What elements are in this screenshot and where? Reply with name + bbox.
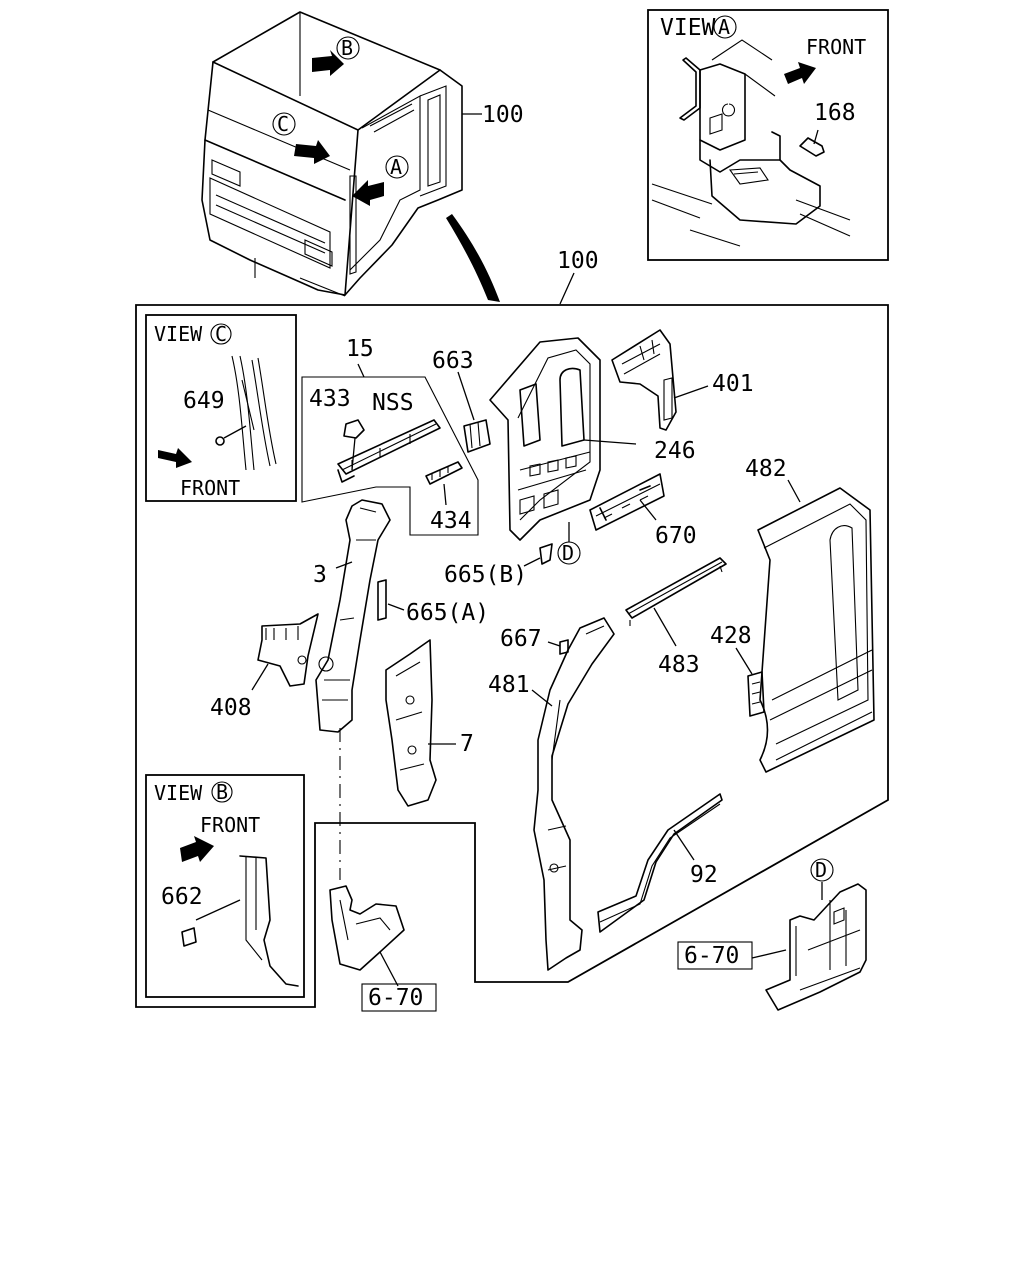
- part-246-drawing: [489, 337, 637, 541]
- label-649: 649: [183, 388, 225, 414]
- view-b-box: VIEW B FRONT: [145, 774, 305, 998]
- part-670-drawing: [589, 473, 665, 531]
- marker-d-main: D: [562, 541, 574, 565]
- view-c-letter: C: [215, 322, 227, 346]
- part-481-drawing: [531, 617, 615, 971]
- label-428: 428: [710, 623, 752, 649]
- label-168: 168: [814, 100, 856, 126]
- label-100-top: 100: [482, 102, 524, 128]
- view-a-title: VIEW: [660, 15, 716, 41]
- cab-arrow-c: C: [272, 112, 330, 164]
- floor-panel-drawing: D: [677, 858, 867, 1011]
- detail-swoosh-arrow: [446, 214, 500, 302]
- cab-arrow-a: A: [352, 155, 409, 206]
- label-665a: 665(A): [406, 600, 489, 626]
- label-481: 481: [488, 672, 530, 698]
- ref-6-70-right: 6-70: [684, 943, 739, 969]
- label-663: 663: [432, 348, 474, 374]
- cab-arrow-b: B: [312, 36, 360, 76]
- part-92-drawing: [597, 793, 723, 933]
- cab-marker-c: C: [277, 112, 289, 136]
- part-3-drawing: [315, 499, 391, 733]
- label-667: 667: [500, 626, 542, 652]
- part-408-drawing: [251, 613, 319, 691]
- cab-marker-a: A: [390, 155, 402, 179]
- view-a-letter: A: [718, 15, 730, 39]
- label-15: 15: [346, 336, 374, 362]
- cab-overview-drawing: [201, 11, 463, 297]
- main-parts-enclosure: [135, 304, 889, 1008]
- label-246: 246: [654, 438, 696, 464]
- part-665b-drawing: [539, 543, 553, 565]
- label-670: 670: [655, 523, 697, 549]
- group-15-box: [301, 363, 479, 536]
- part-667-drawing: [559, 639, 569, 655]
- part-428-drawing: [735, 647, 765, 717]
- marker-d-floor: D: [815, 858, 827, 882]
- part-663-drawing: [457, 371, 491, 453]
- ref-6-70-bottom: 6-70: [368, 985, 423, 1011]
- view-a-front: FRONT: [806, 35, 866, 59]
- part-482-drawing: [757, 479, 875, 773]
- label-3: 3: [313, 562, 327, 588]
- label-nss: NSS: [372, 390, 414, 416]
- label-433: 433: [309, 386, 351, 412]
- label-665b: 665(B): [444, 562, 527, 588]
- label-408: 408: [210, 695, 252, 721]
- view-b-front: FRONT: [200, 813, 260, 837]
- label-92: 92: [690, 862, 718, 888]
- view-b-letter: B: [216, 780, 228, 804]
- part-401-drawing: [611, 329, 709, 431]
- part-483-drawing: [625, 557, 727, 647]
- callout-leader-100: [559, 272, 575, 305]
- label-482: 482: [745, 456, 787, 482]
- label-434: 434: [430, 508, 472, 534]
- view-c-title: VIEW: [154, 322, 203, 346]
- view-b-title: VIEW: [154, 781, 203, 805]
- part-665a-drawing: [377, 579, 387, 621]
- view-c-front: FRONT: [180, 476, 240, 500]
- label-7: 7: [460, 731, 474, 757]
- part-7-drawing: [385, 639, 456, 807]
- view-a-box: VIEW A FRONT: [647, 9, 889, 261]
- label-483: 483: [658, 652, 700, 678]
- label-401: 401: [712, 371, 754, 397]
- cab-marker-b: B: [341, 36, 353, 60]
- view-c-box: VIEW C FRONT: [145, 314, 297, 502]
- lower-front-panel-drawing: [329, 728, 437, 1012]
- label-100: 100: [557, 248, 599, 274]
- label-662: 662: [161, 884, 203, 910]
